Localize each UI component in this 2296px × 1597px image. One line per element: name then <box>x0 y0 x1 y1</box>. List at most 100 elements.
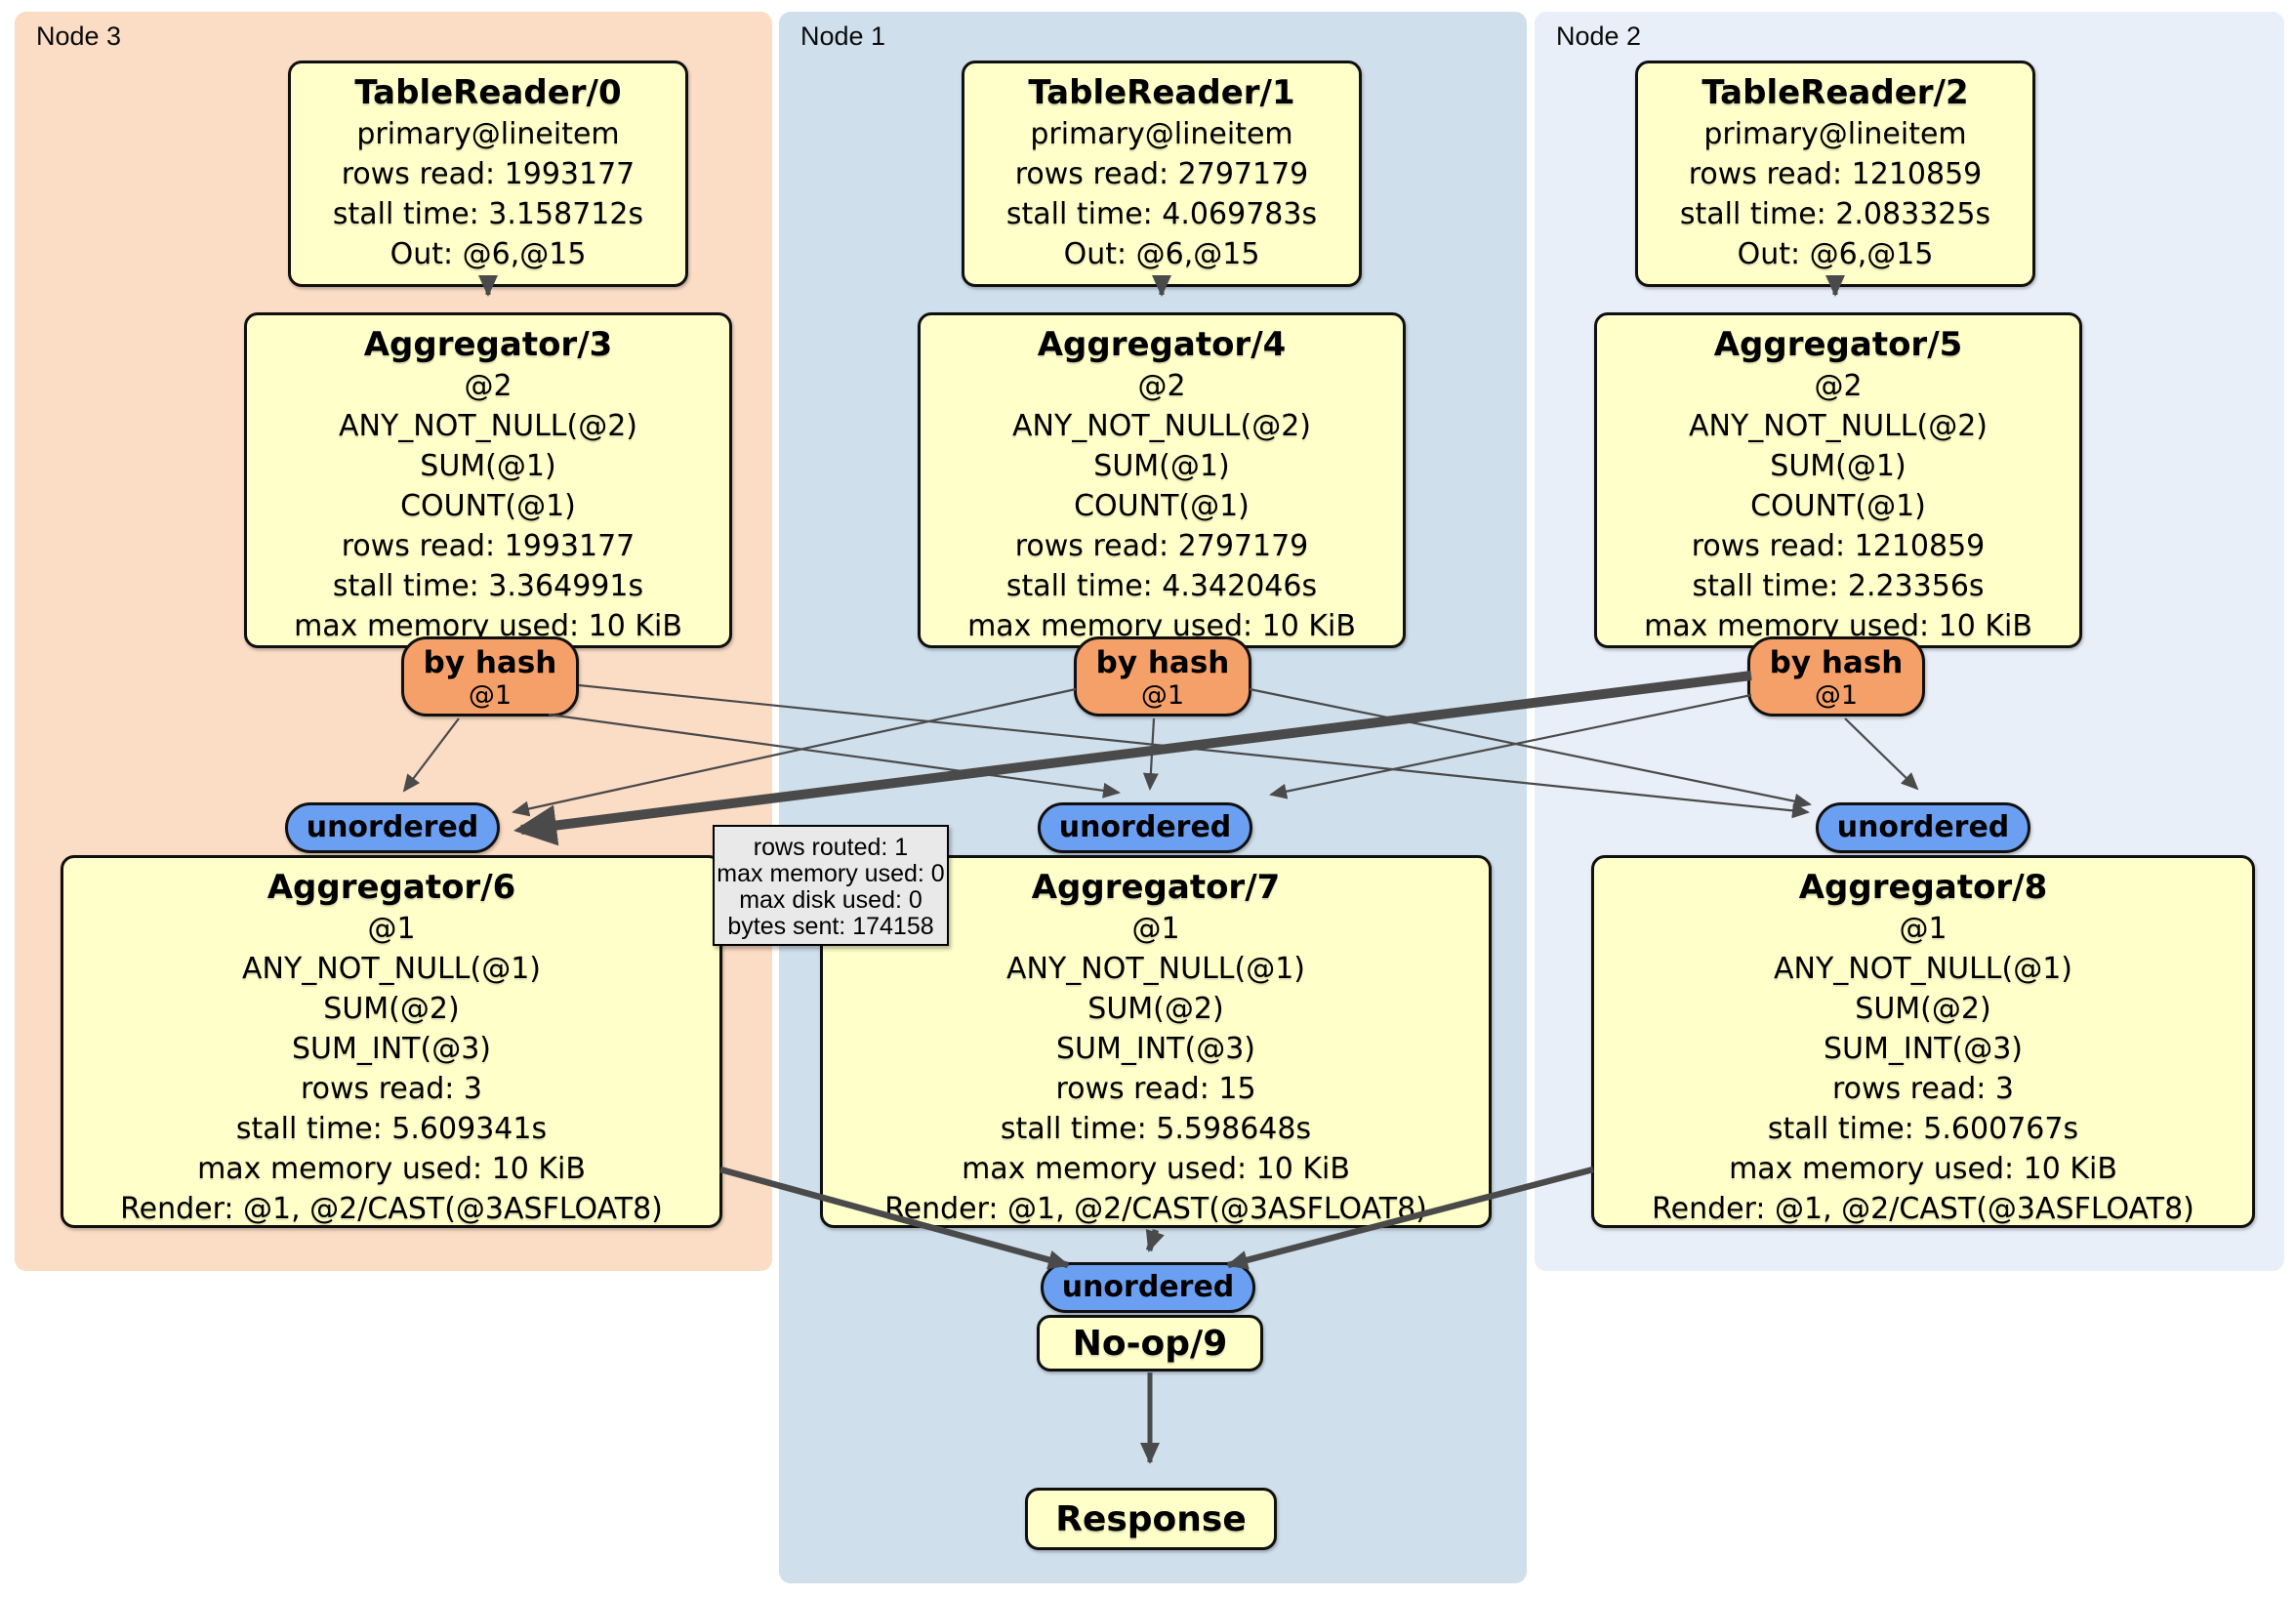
table-reader-0-node: TableReader/0 primary@lineitem rows read… <box>288 61 688 287</box>
node-line: max memory used: 10 KiB <box>1729 1152 2117 1186</box>
node-line: rows read: 1210859 <box>1688 157 1983 191</box>
tooltip-line: max memory used: 0 <box>717 860 945 887</box>
noop-9-node: No-op/9 <box>1037 1315 1263 1372</box>
node-line: @1 <box>367 912 416 946</box>
node-title: Aggregator/4 <box>1037 325 1287 364</box>
panel-label: Node 3 <box>36 21 122 51</box>
node-title: Aggregator/5 <box>1713 325 1963 364</box>
node-line: max memory used: 10 KiB <box>962 1152 1350 1186</box>
node-line: rows read: 2797179 <box>1014 157 1309 191</box>
router-label: by hash <box>1769 645 1904 680</box>
aggregator-4-node: Aggregator/4 @2 ANY_NOT_NULL(@2) SUM(@1)… <box>918 312 1406 648</box>
node-line: stall time: 4.069783s <box>1005 197 1318 231</box>
node-line: COUNT(@1) <box>400 489 576 523</box>
stream-unordered-node3: unordered <box>285 802 500 853</box>
node-line: Render: @1, @2/CAST(@3ASFLOAT8) <box>120 1192 663 1226</box>
router-label: by hash <box>423 645 557 680</box>
stream-unordered-node2: unordered <box>1816 802 2030 853</box>
aggregator-8-node: Aggregator/8 @1 ANY_NOT_NULL(@1) SUM(@2)… <box>1591 855 2255 1228</box>
stream-label: unordered <box>1836 810 2010 844</box>
node-line: stall time: 5.600767s <box>1767 1112 2079 1146</box>
panel-label: Node 2 <box>1556 21 1642 51</box>
node-title: No-op/9 <box>1072 1324 1228 1364</box>
node-title: Aggregator/3 <box>363 325 613 364</box>
stream-label: unordered <box>1061 1270 1235 1304</box>
node-line: ANY_NOT_NULL(@2) <box>1689 409 1988 443</box>
table-reader-2-node: TableReader/2 primary@lineitem rows read… <box>1635 61 2035 287</box>
aggregator-6-node: Aggregator/6 @1 ANY_NOT_NULL(@1) SUM(@2)… <box>61 855 722 1228</box>
node-line: Render: @1, @2/CAST(@3ASFLOAT8) <box>1652 1192 2194 1226</box>
router-detail: @1 <box>1814 680 1859 711</box>
node-title: Aggregator/6 <box>266 868 516 907</box>
node-line: ANY_NOT_NULL(@2) <box>1012 409 1311 443</box>
node-title: TableReader/1 <box>1028 73 1295 112</box>
node-line: SUM(@2) <box>1855 992 1991 1026</box>
tooltip-line: bytes sent: 174158 <box>727 913 934 940</box>
node-line: rows read: 1993177 <box>341 529 636 563</box>
tooltip-line: rows routed: 1 <box>753 834 909 861</box>
node-title: TableReader/0 <box>354 73 622 112</box>
node-line: @1 <box>1899 912 1948 946</box>
node-line: @1 <box>1131 912 1180 946</box>
node-line: max memory used: 10 KiB <box>197 1152 586 1186</box>
node-line: Render: @1, @2/CAST(@3ASFLOAT8) <box>884 1192 1427 1226</box>
node-line: @2 <box>1137 369 1186 403</box>
node-title: TableReader/2 <box>1702 73 1969 112</box>
router-by-hash-node3: by hash @1 <box>401 636 579 717</box>
node-line: stall time: 3.364991s <box>332 569 644 603</box>
node-line: ANY_NOT_NULL(@2) <box>339 409 637 443</box>
node-line: SUM_INT(@3) <box>1056 1032 1255 1066</box>
node-title: Aggregator/7 <box>1031 868 1281 907</box>
node-line: SUM(@2) <box>1087 992 1224 1026</box>
router-by-hash-node2: by hash @1 <box>1747 636 1925 717</box>
stream-label: unordered <box>1058 810 1232 844</box>
node-line: rows read: 3 <box>300 1072 483 1106</box>
tooltip-line: max disk used: 0 <box>739 886 922 914</box>
node-line: primary@lineitem <box>356 117 620 151</box>
node-line: @2 <box>1814 369 1863 403</box>
node-line: rows read: 15 <box>1055 1072 1256 1106</box>
stream-label: unordered <box>306 810 479 844</box>
node-line: SUM(@1) <box>1093 449 1230 483</box>
node-line: rows read: 1210859 <box>1691 529 1986 563</box>
table-reader-1-node: TableReader/1 primary@lineitem rows read… <box>962 61 1362 287</box>
node-line: SUM_INT(@3) <box>292 1032 491 1066</box>
stream-unordered-sink: unordered <box>1041 1262 1255 1313</box>
node-line: SUM(@2) <box>323 992 460 1026</box>
node-line: SUM(@1) <box>420 449 556 483</box>
node-line: ANY_NOT_NULL(@1) <box>1774 952 2072 986</box>
panel-label: Node 1 <box>800 21 886 51</box>
node-line: primary@lineitem <box>1703 117 1967 151</box>
node-title: Aggregator/8 <box>1798 868 2048 907</box>
aggregator-3-node: Aggregator/3 @2 ANY_NOT_NULL(@2) SUM(@1)… <box>244 312 732 648</box>
node-line: SUM(@1) <box>1770 449 1906 483</box>
edge-tooltip: rows routed: 1 max memory used: 0 max di… <box>713 825 949 946</box>
node-line: rows read: 3 <box>1831 1072 2015 1106</box>
aggregator-5-node: Aggregator/5 @2 ANY_NOT_NULL(@2) SUM(@1)… <box>1594 312 2082 648</box>
response-node: Response <box>1025 1488 1277 1550</box>
node-line: stall time: 3.158712s <box>332 197 644 231</box>
node-line: stall time: 5.609341s <box>235 1112 548 1146</box>
node-line: stall time: 4.342046s <box>1005 569 1318 603</box>
node-line: stall time: 2.23356s <box>1692 569 1985 603</box>
node-line: stall time: 5.598648s <box>1000 1112 1312 1146</box>
stream-unordered-node1: unordered <box>1038 802 1252 853</box>
node-line: Out: @6,@15 <box>390 237 587 271</box>
node-line: Out: @6,@15 <box>1063 237 1260 271</box>
node-line: Out: @6,@15 <box>1737 237 1934 271</box>
router-detail: @1 <box>1140 680 1185 711</box>
router-label: by hash <box>1095 645 1230 680</box>
node-line: SUM_INT(@3) <box>1824 1032 2023 1066</box>
node-line: primary@lineitem <box>1030 117 1293 151</box>
node-line: stall time: 2.083325s <box>1679 197 1991 231</box>
node-line: COUNT(@1) <box>1750 489 1926 523</box>
node-line: @2 <box>464 369 512 403</box>
node-line: ANY_NOT_NULL(@1) <box>242 952 541 986</box>
node-line: rows read: 2797179 <box>1014 529 1309 563</box>
node-title: Response <box>1055 1499 1247 1539</box>
node-line: COUNT(@1) <box>1074 489 1250 523</box>
node-line: rows read: 1993177 <box>341 157 636 191</box>
node-line: ANY_NOT_NULL(@1) <box>1006 952 1305 986</box>
router-by-hash-node1: by hash @1 <box>1074 636 1251 717</box>
